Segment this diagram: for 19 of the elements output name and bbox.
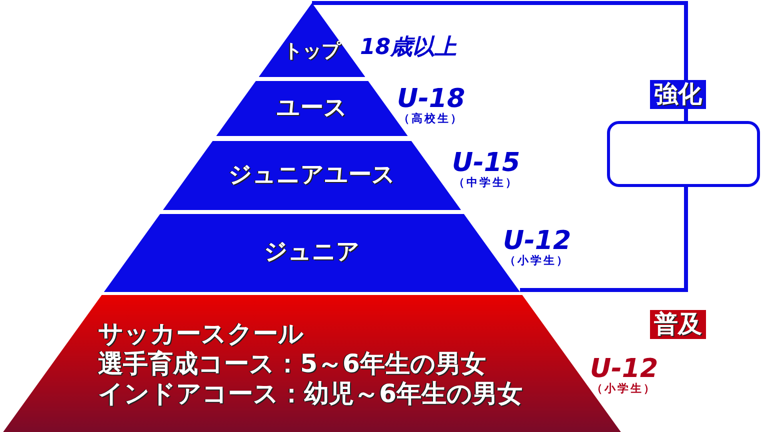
course-description: インドアコース：幼児～6年生の男女 [98,378,523,408]
school-grade-label: （小学生） [592,383,657,396]
tier-label: ジュニアユース [228,162,396,190]
tier-label: ジュニア [264,239,360,267]
tier-label: ユース [276,94,348,122]
age-label: U-12 [503,228,572,256]
school-heading: サッカースクール [98,318,304,348]
school-grade-label: （中学生） [454,177,519,190]
school-grade-label: （小学生） [504,255,570,268]
tier-label: トップ [283,40,340,62]
age-label: U-15 [452,150,520,178]
age-label: 18歳以上 [360,36,457,60]
school-grade-label: （高校生） [398,113,464,126]
empty-box [607,121,760,187]
category-badge: 強化 [650,80,706,109]
age-label: U-12 [590,356,658,384]
category-badge: 普及 [650,310,706,339]
course-description: 選手育成コース：5～6年生の男女 [98,348,486,378]
age-label: U-18 [397,86,466,114]
